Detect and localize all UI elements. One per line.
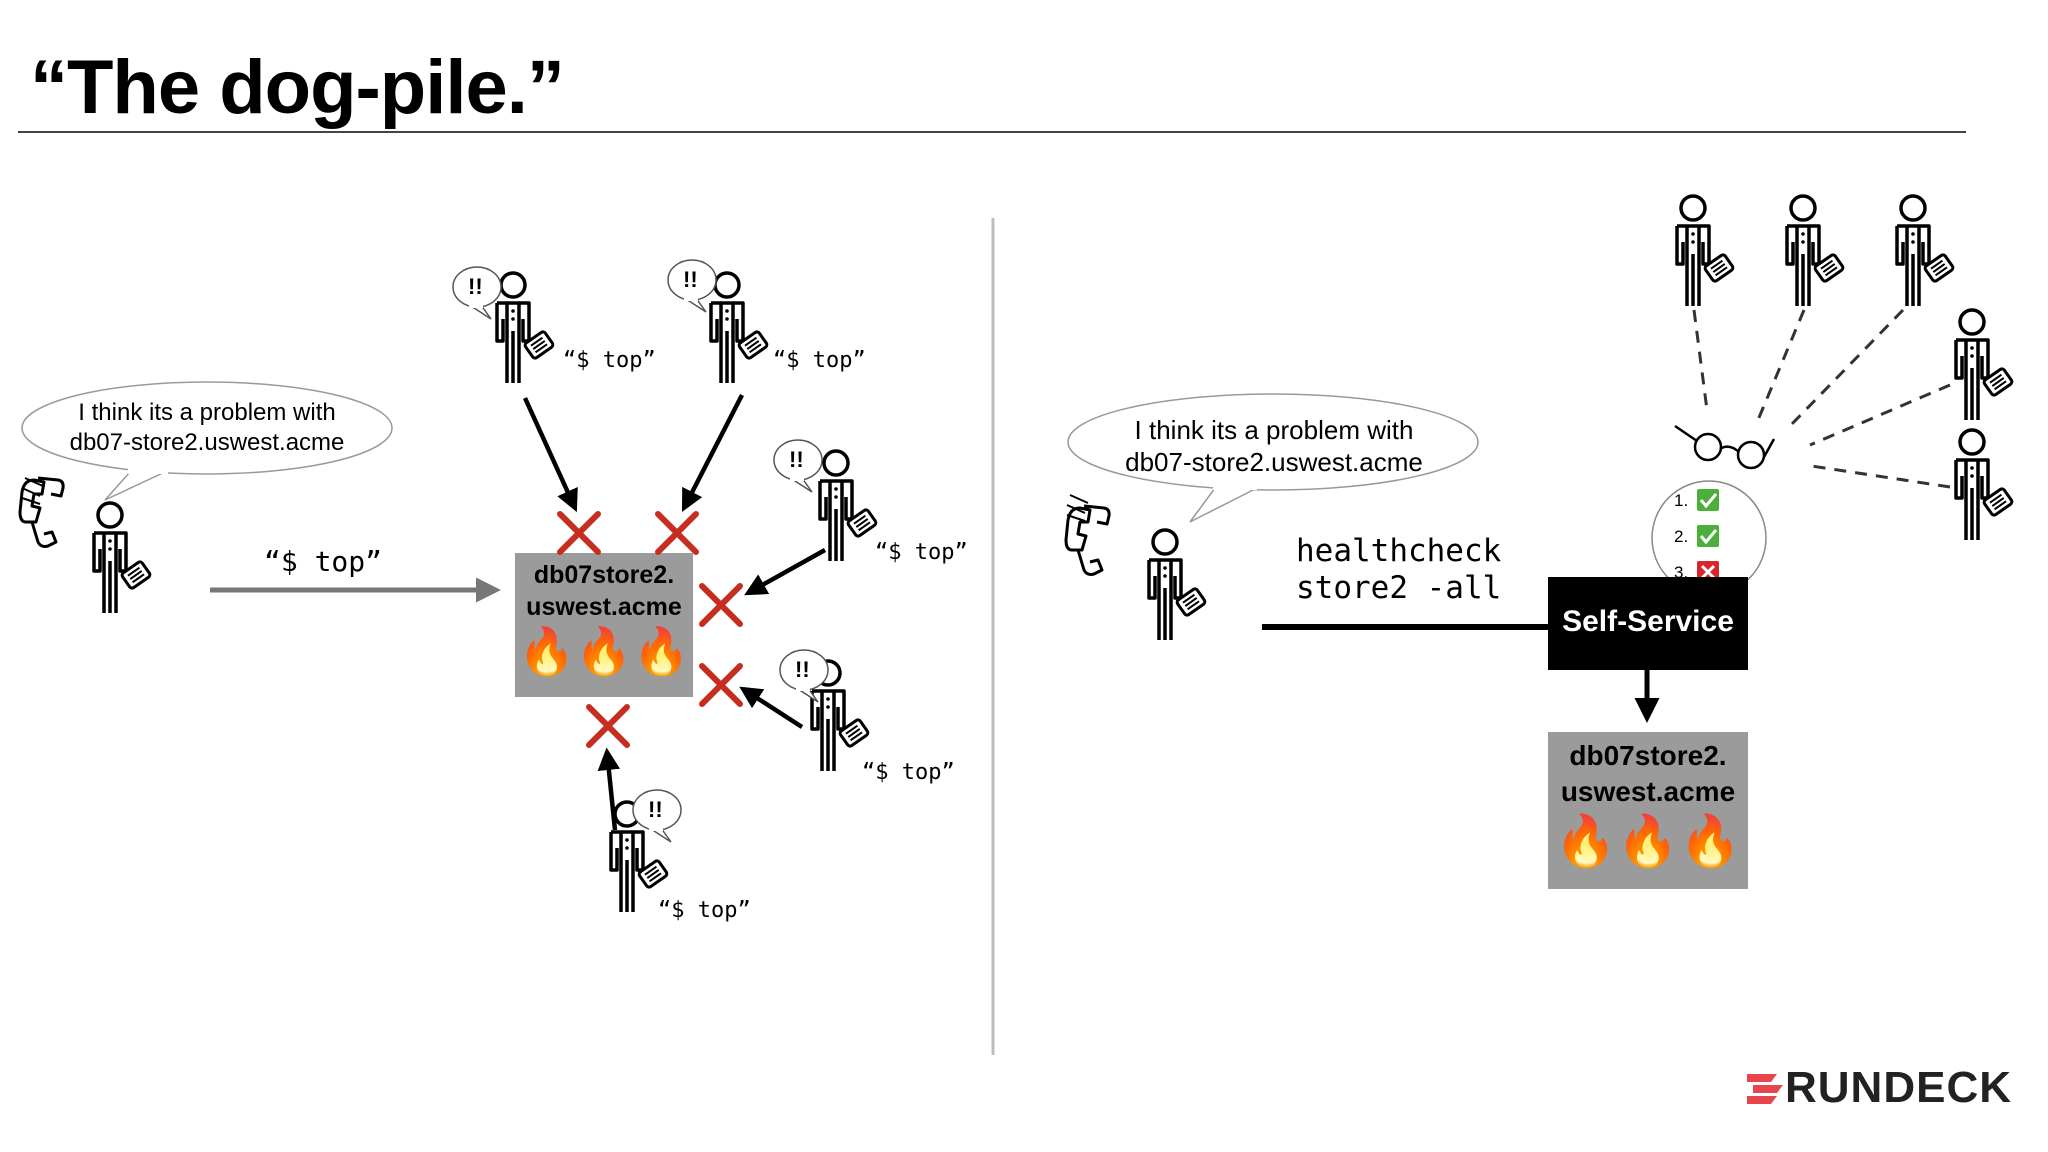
crowd-command-3: “$ top”: [875, 540, 968, 565]
observer-person-5-icon: [1954, 428, 2015, 542]
observer-person-2-icon: [1785, 194, 1846, 308]
left-flames-icon: 🔥🔥🔥: [518, 625, 690, 677]
left-phone-icon: [18, 476, 65, 548]
right-server-name-line2: uswest.acme: [1560, 776, 1736, 807]
crowd-command-4: “$ top”: [862, 760, 955, 785]
check-ok-icon-1: [1697, 489, 1719, 511]
left-server-name-line1: db07store2.: [533, 561, 675, 589]
right-caller-person-icon: [1147, 528, 1208, 642]
blocked-x-icon-1: [560, 514, 598, 552]
left-server-box: db07store2. uswest.acme 🔥🔥🔥: [515, 559, 693, 679]
alarm-text-3: !!: [789, 447, 804, 472]
healthcheck-line2: store2 -all: [1296, 570, 1502, 606]
observer-person-4-icon: [1954, 308, 2015, 422]
healthcheck-line1: healthcheck: [1296, 533, 1502, 569]
crowd-person-1-icon: [495, 271, 556, 385]
left-bubble-text: I think its a problem with db07-store2.u…: [42, 398, 372, 458]
check-number-2: 2.: [1674, 527, 1689, 546]
self-service-box: Self-Service: [1548, 577, 1748, 670]
blocked-x-icon-3: [702, 586, 740, 624]
left-caller-person-icon: [92, 501, 153, 615]
blocked-x-icon-5: [589, 707, 627, 745]
alarm-text-2: !!: [683, 267, 698, 292]
rundeck-logo: RUNDECK: [1745, 1066, 2012, 1110]
check-number-1: 1.: [1674, 491, 1689, 510]
blocked-x-icon-2: [658, 514, 696, 552]
left-bubble-line2: db07-store2.uswest.acme: [69, 429, 345, 456]
alarm-text-1: !!: [468, 274, 483, 299]
crowd-arrow-3: [744, 548, 827, 596]
right-server-name-line1: db07store2.: [1569, 740, 1727, 771]
slide-title: “The dog-pile.”: [30, 45, 565, 130]
crowd-command-2: “$ top”: [773, 348, 866, 373]
check-number-3: 3.: [1674, 563, 1689, 582]
right-speech-bubble: [1067, 393, 1479, 523]
left-speech-bubble: [21, 381, 393, 501]
right-bubble-line2: db07-store2.uswest.acme: [1125, 447, 1423, 477]
check-ok-icon-2: [1697, 525, 1719, 547]
rundeck-logo-text: RUNDECK: [1785, 1063, 2012, 1112]
crowd-command-5: “$ top”: [658, 898, 751, 923]
crowd-arrow-1: [522, 397, 578, 513]
observer-person-3-icon: [1895, 194, 1956, 308]
right-flames-icon: 🔥🔥🔥: [1554, 813, 1742, 869]
left-phone-ring-lines-icon: [21, 477, 44, 505]
healthcheck-command: healthcheck store2 -all: [1296, 533, 1501, 607]
alarm-text-4: !!: [795, 657, 810, 682]
rundeck-logo-mark-icon: [1747, 1074, 1783, 1104]
crowd-arrow-4: [739, 686, 804, 729]
crowd-arrow-5: [597, 747, 621, 831]
right-phone-ring-lines-icon: [1066, 494, 1089, 522]
self-service-label: Self-Service: [1562, 605, 1734, 638]
crowd-person-2-icon: [709, 271, 770, 385]
crowd-arrow-2: [681, 393, 745, 513]
right-bubble-text: I think its a problem with db07-store2.u…: [1088, 414, 1460, 478]
left-main-command: “$ top”: [264, 545, 383, 578]
crowd-person-3-icon: [818, 449, 879, 563]
right-bubble-line1: I think its a problem with: [1134, 415, 1414, 445]
right-server-box: db07store2. uswest.acme 🔥🔥🔥: [1548, 732, 1748, 889]
crowd-command-1: “$ top”: [563, 348, 656, 373]
left-server-name-line2: uswest.acme: [526, 593, 682, 621]
blocked-x-icon-4: [702, 666, 740, 704]
observer-dashed-lines: [1692, 308, 1951, 489]
alarm-text-5: !!: [648, 797, 663, 822]
observer-person-1-icon: [1675, 194, 1736, 308]
left-bubble-line1: I think its a problem with: [78, 399, 336, 426]
glasses-icon: [1674, 424, 1776, 470]
